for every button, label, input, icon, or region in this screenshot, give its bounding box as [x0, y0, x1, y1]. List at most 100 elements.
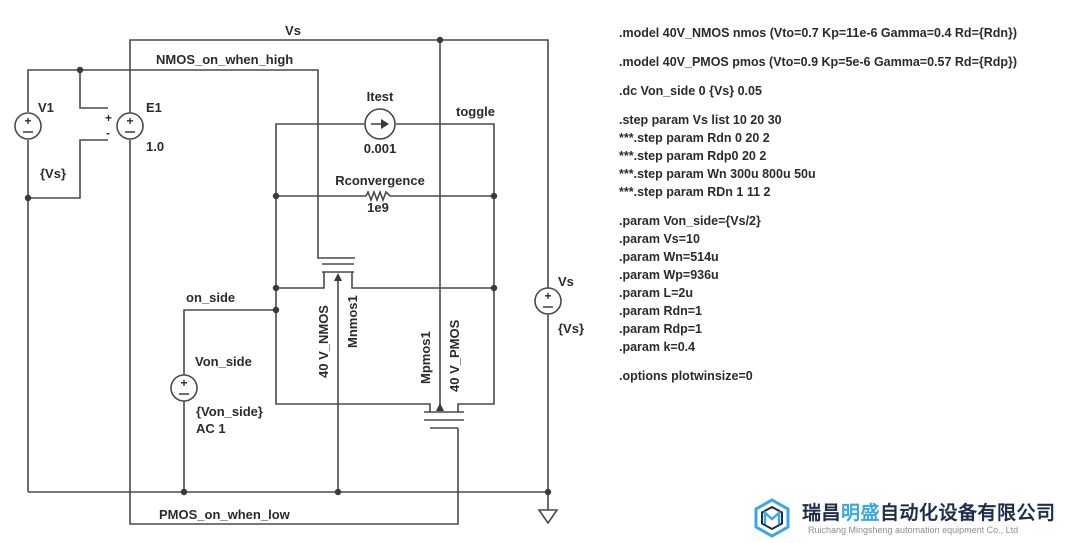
directive-line: .model 40V_NMOS nmos (Vto=0.7 Kp=11e-6 G…: [619, 26, 1018, 40]
mnmos-name: Mnmos1: [345, 295, 360, 348]
company-name-highlight: 明盛: [841, 502, 881, 524]
company-name-cn: 瑞昌明盛自动化设备有限公司: [802, 498, 1056, 525]
wire-pmos-right: [457, 288, 495, 412]
net-label-on-side: on_side: [186, 290, 235, 305]
company-name-part1: 瑞昌: [802, 502, 842, 524]
nmos-transistor[interactable]: 40 V_NMOS Mnmos1: [316, 257, 360, 378]
junction-dot: [180, 488, 188, 496]
directive-group: .model 40V_NMOS nmos (Vto=0.7 Kp=11e-6 G…: [619, 24, 1074, 42]
junction-dot: [272, 192, 280, 200]
junction-dot: [544, 488, 552, 496]
junction-dot: [272, 284, 280, 292]
directive-line: ***.step param Rdp0 20 2: [619, 149, 767, 163]
e1-plus-icon: +: [126, 114, 133, 128]
wire-itest-left: [275, 123, 364, 288]
v1-symbol: [14, 112, 42, 140]
directive-line: ***.step param Wn 300u 800u 50u: [619, 167, 816, 181]
net-label-pmos-on-when-low: PMOS_on_when_low: [159, 507, 291, 522]
vs-src-name: Vs: [558, 274, 574, 289]
wire-pmos-on-when-low: [129, 140, 459, 525]
von-side-symbol: [170, 374, 198, 402]
directive-line: .step param Vs list 10 20 30: [619, 113, 782, 127]
directive-line: .model 40V_PMOS pmos (Vto=0.9 Kp=5e-6 Ga…: [619, 55, 1018, 69]
directive-line: .options plotwinsize=0: [619, 369, 753, 383]
v1-plus-icon: +: [24, 114, 31, 128]
von-side-name: Von_side: [195, 354, 252, 369]
mpmos-name: Mpmos1: [418, 331, 433, 384]
mnmos-model: 40 V_NMOS: [316, 305, 331, 378]
vs-src-value: {Vs}: [558, 321, 584, 336]
v1-value: {Vs}: [40, 166, 66, 181]
wire-nmos-left: [276, 278, 325, 289]
nmos-body-arrow-icon: [334, 273, 342, 281]
directive-line: .dc Von_side 0 {Vs} 0.05: [619, 84, 762, 98]
von-side-value: {Von_side}: [196, 404, 263, 419]
e1-source[interactable]: + + - E1 1.0: [105, 100, 164, 154]
wire-itest-right: [396, 123, 495, 288]
junction-dot: [24, 194, 32, 202]
directive-group: .dc Von_side 0 {Vs} 0.05: [619, 82, 1074, 100]
wire-e1-ctrl-minus: [28, 139, 108, 199]
junction-dot: [76, 66, 84, 74]
itest-value: 0.001: [364, 141, 397, 156]
e1-ctrl-minus-icon: -: [106, 126, 110, 140]
company-name-part2: 自动化设备有限公司: [880, 502, 1056, 524]
company-logo-icon: [754, 498, 790, 538]
wire-nmos-on-when-high: [27, 69, 335, 259]
directive-line: .param Von_side={Vs/2}: [619, 214, 761, 228]
von-side-source[interactable]: + Von_side {Von_side} AC 1: [170, 354, 263, 436]
net-label-nmos-on-when-high: NMOS_on_when_high: [156, 52, 293, 67]
directive-line: .param Rdp=1: [619, 322, 703, 336]
directive-group: .step param Vs list 10 20 30 ***.step par…: [619, 111, 1074, 201]
v1-name: V1: [38, 100, 54, 115]
wire-e1-ctrl-plus: [79, 70, 108, 109]
itest-source[interactable]: Itest 0.001: [364, 89, 397, 156]
itest-arrow-icon: [381, 119, 389, 129]
junction-dot: [272, 306, 280, 314]
directive-line: .param L=2u: [619, 286, 693, 300]
junction-dot: [490, 192, 498, 200]
wire-pmos-left: [275, 288, 431, 412]
wire-nmos-right: [351, 278, 494, 289]
directive-group: .param Von_side={Vs/2} .param Vs=10 .param…: [619, 212, 1074, 356]
pmos-body-arrow-icon: [436, 403, 444, 411]
rconv-name: Rconvergence: [335, 173, 425, 188]
vs-source[interactable]: + Vs {Vs}: [534, 274, 584, 336]
von-side-ac: AC 1: [196, 421, 226, 436]
directive-line: .param k=0.4: [619, 340, 696, 354]
spice-directives: .model 40V_NMOS nmos (Vto=0.7 Kp=11e-6 G…: [619, 24, 1074, 396]
wires: [27, 39, 549, 525]
e1-name: E1: [146, 100, 162, 115]
directive-line: ***.step param RDn 1 11 2: [619, 185, 771, 199]
ground-symbol: [537, 509, 559, 525]
directive-line: .param Rdn=1: [619, 304, 703, 318]
e1-symbol: [116, 112, 144, 140]
directive-line: ***.step param Rdn 0 20 2: [619, 131, 770, 145]
directive-line: .param Wn=514u: [619, 250, 719, 264]
junction-dot: [490, 284, 498, 292]
directive-group: .options plotwinsize=0: [619, 367, 1074, 385]
junction-dot: [334, 488, 342, 496]
company-brand: 瑞昌明盛自动化设备有限公司 Ruichang Mingsheng automat…: [752, 496, 1078, 538]
junction-dot: [436, 36, 444, 44]
company-name-en: Ruichang Mingsheng automation equipment …: [808, 525, 1019, 535]
rconvergence-resistor[interactable]: Rconvergence 1e9: [335, 173, 425, 215]
rconv-value: 1e9: [367, 200, 389, 215]
directive-line: .param Wp=936u: [619, 268, 719, 282]
junctions: [24, 36, 552, 496]
mpmos-model: 40 V_PMOS: [447, 319, 462, 392]
wire-on-side: [183, 309, 276, 376]
v1-source[interactable]: + V1 {Vs}: [14, 100, 66, 181]
itest-name: Itest: [367, 89, 394, 104]
von-side-plus-icon: +: [180, 376, 187, 390]
resistor-zigzag: [365, 189, 391, 203]
e1-ctrl-plus-icon: +: [105, 111, 112, 125]
wire-vs-rail: [129, 39, 549, 288]
ground-icon: [537, 509, 559, 525]
e1-value: 1.0: [146, 139, 164, 154]
pmos-transistor[interactable]: Mpmos1 40 V_PMOS: [418, 319, 464, 429]
directive-group: .model 40V_PMOS pmos (Vto=0.9 Kp=5e-6 Ga…: [619, 53, 1074, 71]
net-label-vs: Vs: [285, 23, 301, 38]
net-labels: Vs NMOS_on_when_high toggle on_side PMOS…: [156, 23, 495, 522]
directive-line: .param Vs=10: [619, 232, 700, 246]
